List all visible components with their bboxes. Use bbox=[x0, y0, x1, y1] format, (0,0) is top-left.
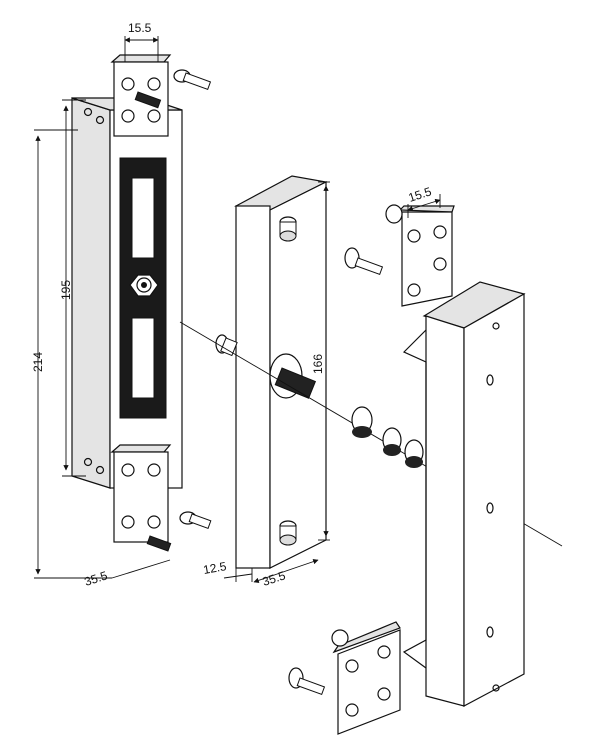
bracket-stud bbox=[279, 216, 297, 242]
dimension-label: 35.5 bbox=[83, 568, 110, 589]
dimension-label: 35.5 bbox=[261, 568, 288, 589]
spring-washer bbox=[382, 427, 402, 456]
washer bbox=[351, 406, 373, 438]
plate-screw bbox=[134, 91, 162, 109]
adjuster-knob bbox=[129, 274, 159, 297]
dimension-lines-middle: 166 12.5 35.5 bbox=[202, 181, 330, 589]
armature-plate bbox=[402, 281, 526, 707]
top-mounting-plate bbox=[110, 54, 172, 137]
dimension-label: 195 bbox=[59, 280, 73, 300]
dimension-label: 15.5 bbox=[407, 184, 434, 205]
bottom-small-plate bbox=[332, 621, 401, 735]
plate-screw bbox=[288, 629, 349, 696]
dimension-label: 214 bbox=[31, 352, 45, 372]
bottom-mounting-plate bbox=[110, 444, 172, 543]
plate-screw bbox=[146, 535, 172, 552]
dimension-label: 166 bbox=[311, 354, 325, 374]
dimension-label: 15.5 bbox=[128, 21, 152, 35]
dimension-lines-left: 15.5 195 214 35.5 bbox=[31, 21, 171, 589]
nut bbox=[404, 439, 424, 468]
bracket-stud bbox=[279, 520, 297, 546]
center-bolt bbox=[215, 334, 317, 399]
plate-screw bbox=[344, 204, 403, 276]
top-small-plate bbox=[398, 205, 455, 307]
dimension-label: 12.5 bbox=[202, 559, 228, 577]
dimension-lines-right: 15.5 bbox=[407, 184, 441, 218]
plate-screw bbox=[173, 69, 212, 91]
magnet-lock-body bbox=[71, 97, 183, 489]
plate-screw bbox=[179, 511, 212, 529]
